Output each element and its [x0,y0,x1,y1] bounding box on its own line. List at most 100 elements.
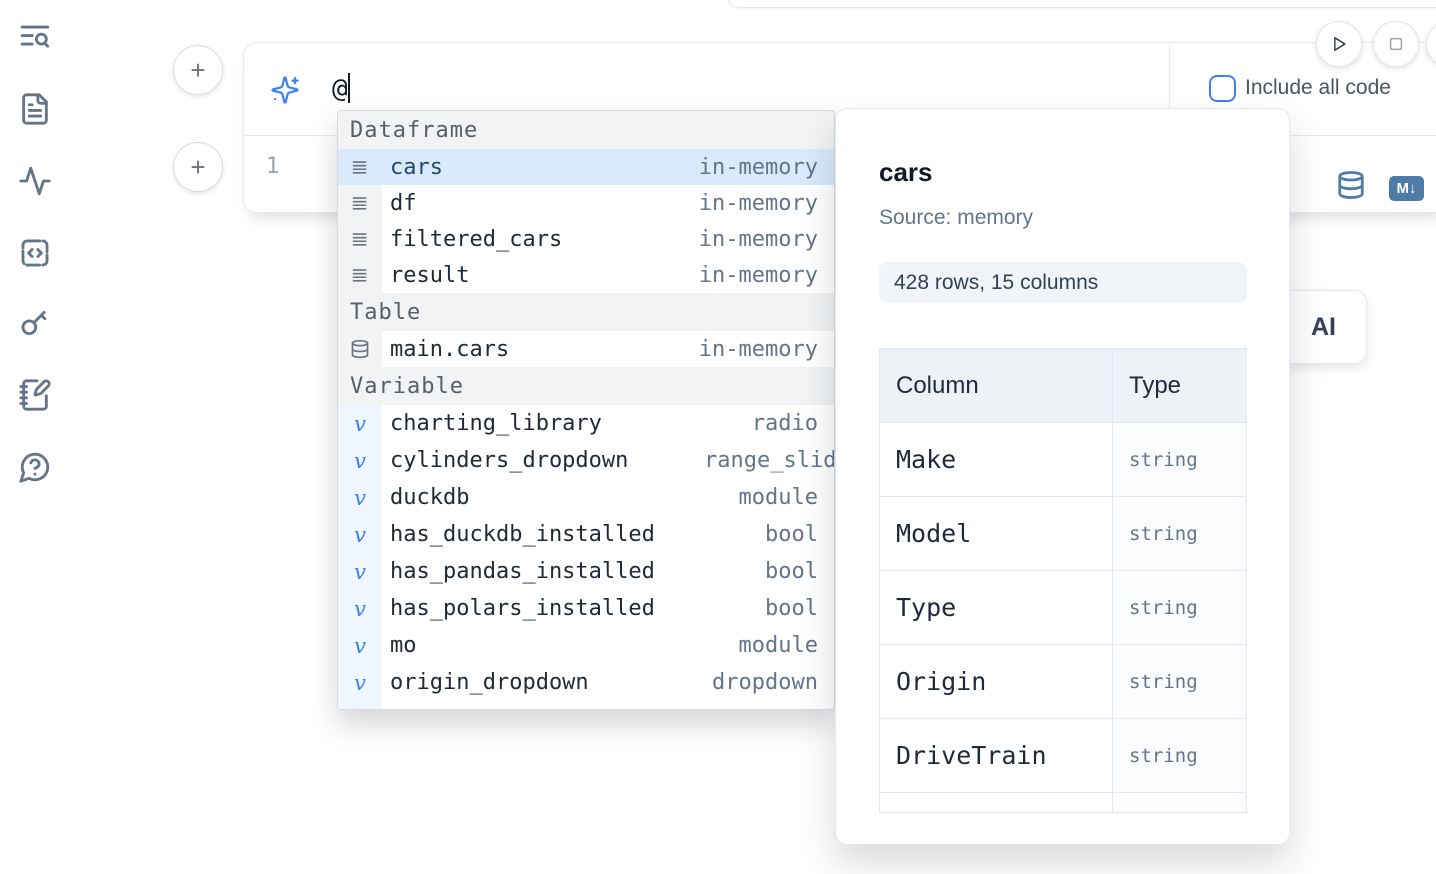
variable-icon: v [354,522,366,547]
completion-label: main.cars [390,336,510,362]
include-all-code-label: Include all code [1245,76,1391,99]
markdown-badge[interactable]: M↓ [1389,176,1424,201]
sidebar [0,0,72,874]
schema-table-header: Column Type [880,349,1246,423]
completion-item-main-cars[interactable]: main.cars in-memory [338,331,834,367]
completion-detail: in-memory [698,262,818,288]
row-gutter: v [338,701,382,710]
preview-summary-badge: 428 rows, 15 columns [879,262,1247,303]
completion-item-charting-library[interactable]: v charting_library radio [338,405,834,442]
sparkles-icon [270,75,300,105]
row-gutter [338,221,382,257]
completion-detail: module [738,485,818,510]
completion-label: mo [390,633,417,658]
completion-label: duckdb [390,485,470,510]
activity-icon[interactable] [18,164,54,200]
code-square-icon[interactable] [18,236,54,272]
completion-item-mo[interactable]: v mo module [338,627,834,664]
completion-detail: module [739,707,818,709]
help-circle-icon[interactable] [18,450,54,486]
completion-item-has-duckdb-installed[interactable]: v has_duckdb_installed bool [338,516,834,553]
stop-icon [1389,37,1403,51]
completion-detail: radio [751,411,818,436]
preview-schema-table: Column Type Make string Model string Typ… [879,348,1247,813]
row-gutter: v [338,553,382,590]
completion-detail: range_slider [704,448,834,473]
column-type: string [1113,497,1246,570]
row-gutter: v [338,442,382,479]
section-header-variable: Variable [338,367,834,405]
column-type: string [1113,645,1246,718]
table-row: Type string [880,571,1246,645]
completion-detail: in-memory [698,154,818,180]
run-cell-button[interactable] [1316,21,1362,67]
completion-label: charting_library [390,411,602,436]
completion-label: cars [390,154,443,180]
completion-detail: in-memory [698,226,818,252]
dataframe-preview-popup: cars Source: memory 428 rows, 15 columns… [835,108,1290,845]
row-gutter [338,185,382,221]
completion-item-duckdb[interactable]: v duckdb module [338,479,834,516]
row-gutter: v [338,590,382,627]
autocomplete-dropdown: Dataframe cars in-memory df in-memory fi… [337,110,835,710]
variable-icon: v [354,633,366,658]
row-gutter [338,149,382,185]
database-icon[interactable] [1336,170,1366,204]
text-search-icon[interactable] [18,20,54,56]
completion-detail: in-memory [698,190,818,216]
add-cell-above-button[interactable]: + [173,45,223,95]
column-name: Type [880,571,1113,644]
completion-item-has-pandas-installed[interactable]: v has_pandas_installed bool [338,553,834,590]
completion-item-filtered-cars[interactable]: filtered_cars in-memory [338,221,834,257]
table-database-icon [351,339,369,359]
completion-item-df[interactable]: df in-memory [338,185,834,221]
row-gutter: v [338,516,382,553]
row-gutter: v [338,479,382,516]
variable-icon: v [354,485,366,510]
dataframe-icon [352,197,367,210]
column-header: Column [880,349,1113,422]
section-header-dataframe: Dataframe [338,111,834,149]
completion-detail: bool [765,596,818,621]
completion-label: result [390,262,470,288]
completion-detail: dropdown [712,670,818,695]
dataframe-icon [352,233,367,246]
column-name: DriveTrain [880,719,1113,792]
variable-icon: v [354,708,366,710]
column-type: string [1113,719,1246,792]
column-type: string [1113,423,1246,496]
type-header: Type [1113,349,1246,422]
completion-item-cylinders-dropdown[interactable]: v cylinders_dropdown range_slider [338,442,834,479]
table-row: Model string [880,497,1246,571]
row-gutter: v [338,627,382,664]
file-text-icon[interactable] [18,92,54,128]
row-gutter: v [338,664,382,701]
previous-cell-edge [726,0,1436,8]
completion-label: cylinders_dropdown [390,448,629,473]
variable-icon: v [354,670,366,695]
include-all-code-checkbox[interactable] [1209,75,1236,102]
table-row-partial [880,793,1246,812]
key-icon[interactable] [18,306,54,342]
completion-label: df [390,190,417,216]
completion-item-pd[interactable]: v pd module [338,701,834,710]
text-cursor [347,73,350,103]
completion-detail: bool [765,522,818,547]
section-header-table: Table [338,293,834,331]
completion-item-has-polars-installed[interactable]: v has_polars_installed bool [338,590,834,627]
row-gutter: v [338,405,382,442]
completion-item-origin-dropdown[interactable]: v origin_dropdown dropdown [338,664,834,701]
column-type [1113,793,1246,812]
completion-item-cars[interactable]: cars in-memory [338,149,834,185]
preview-title: cars [879,157,933,187]
code-editor-row[interactable]: 1 M↓ [244,137,1436,212]
stop-cell-button[interactable] [1373,21,1419,67]
add-cell-below-button[interactable]: + [173,142,223,192]
play-icon [1334,37,1346,51]
column-type: string [1113,571,1246,644]
ai-prompt-input[interactable]: @ [332,73,350,104]
notebook-pen-icon[interactable] [18,378,54,414]
completion-item-result[interactable]: result in-memory [338,257,834,293]
column-name: Origin [880,645,1113,718]
